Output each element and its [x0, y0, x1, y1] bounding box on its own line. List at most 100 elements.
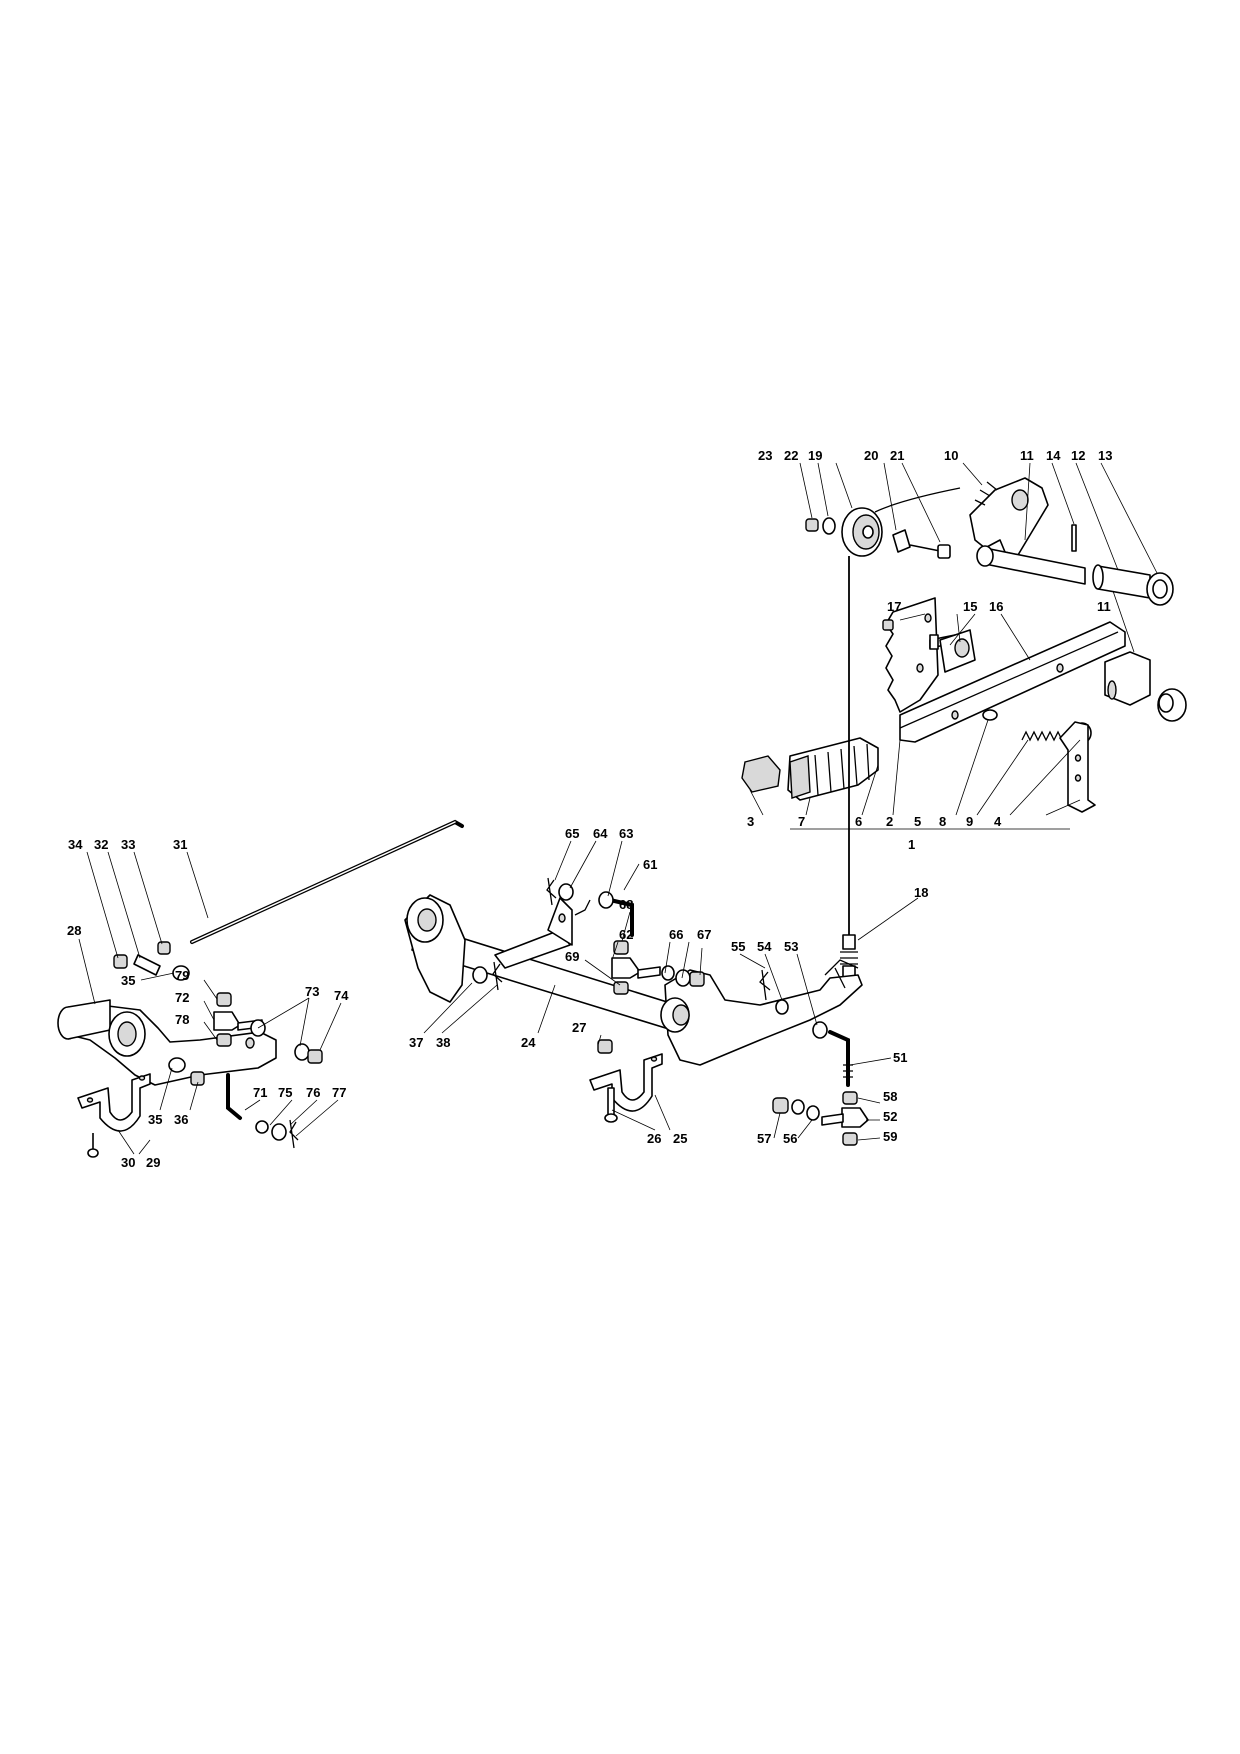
callout-21: 21	[890, 448, 904, 463]
callout-7: 7	[798, 814, 805, 829]
callout-68: 68	[619, 897, 633, 912]
callout-61: 61	[643, 857, 657, 872]
callout-23: 23	[758, 448, 772, 463]
grip-7-end	[789, 755, 811, 799]
center-shaft-group	[404, 877, 869, 1146]
main-lever-frame	[741, 597, 1187, 813]
sector-10	[969, 477, 1049, 556]
callout-33: 33	[121, 837, 135, 852]
nut-57	[772, 1097, 789, 1114]
spring-wire	[874, 487, 961, 513]
lever-block-slot	[1107, 680, 1117, 700]
callout-55: 55	[731, 939, 745, 954]
callout-63: 63	[619, 826, 633, 841]
bolt-21	[909, 544, 941, 552]
bushing-11b-inner	[1158, 693, 1174, 713]
cap-3	[741, 755, 781, 793]
callout-5: 5	[914, 814, 921, 829]
pin-14	[1071, 524, 1077, 552]
grip-7-ribs	[814, 743, 870, 796]
callout-4: 4	[994, 814, 1002, 829]
washer-64	[558, 883, 574, 901]
washer-66a	[661, 965, 675, 981]
washer-76	[271, 1123, 287, 1141]
callout-57: 57	[757, 1131, 771, 1146]
nut-79	[216, 992, 232, 1007]
tube-12	[1097, 565, 1151, 599]
callout-79: 79	[175, 968, 189, 983]
callout-19: 19	[808, 448, 822, 463]
clamp-25	[589, 1053, 663, 1112]
callout-3: 3	[747, 814, 754, 829]
callout-18: 18	[914, 885, 928, 900]
pulley-group	[805, 487, 961, 559]
plate-15-hole-b	[916, 663, 924, 673]
callout-66: 66	[669, 927, 683, 942]
sector-10-teeth	[974, 481, 998, 506]
callout-16: 16	[989, 599, 1003, 614]
clip-65	[546, 877, 557, 906]
leaders-center	[423, 840, 892, 1141]
nut-67	[689, 971, 705, 987]
callout-32: 32	[94, 837, 108, 852]
nut-17	[882, 619, 894, 631]
nut-69	[613, 981, 629, 995]
pedal-arm-right-tip	[824, 959, 859, 989]
callout-6: 6	[855, 814, 862, 829]
callout-24: 24	[521, 1035, 536, 1050]
fork-62-bolt	[637, 966, 661, 979]
callout-17: 17	[887, 599, 901, 614]
clip-38	[492, 961, 503, 991]
callout-76: 76	[306, 1085, 320, 1100]
callout-27: 27	[572, 1020, 586, 1035]
callout-67: 67	[697, 927, 711, 942]
callout-75: 75	[278, 1085, 292, 1100]
leader-63-kink	[574, 899, 591, 916]
pulley-hub	[862, 525, 874, 539]
callout-65: 65	[565, 826, 579, 841]
shaft-11	[984, 547, 1086, 585]
cable-18-ferrule	[842, 934, 856, 950]
bolt-26-head	[604, 1113, 618, 1123]
nut-34	[113, 954, 128, 969]
callout-22: 22	[784, 448, 798, 463]
callout-29: 29	[146, 1155, 160, 1170]
pedal-arm-28-tube	[67, 999, 111, 1040]
callout-64: 64	[593, 826, 608, 841]
callout-12: 12	[1071, 448, 1085, 463]
callout-35-bottom: 35	[148, 1112, 162, 1127]
callout-28: 28	[67, 923, 81, 938]
callout-1: 1	[908, 837, 915, 852]
callout-35-top: 35	[121, 973, 135, 988]
callout-59: 59	[883, 1129, 897, 1144]
pedal-arm-right	[664, 969, 863, 1066]
plate-15	[885, 597, 939, 713]
cable-18	[840, 556, 858, 981]
callout-13: 13	[1098, 448, 1112, 463]
callout-34: 34	[68, 837, 83, 852]
callout-51: 51	[893, 1050, 907, 1065]
bushing-13-inner	[1152, 579, 1168, 599]
bracket-plate-hole	[954, 638, 970, 658]
callout-73: 73	[305, 984, 319, 999]
shaft-24-left-hole	[417, 908, 437, 932]
nut-33	[157, 941, 171, 955]
leader-18	[857, 897, 919, 941]
callout-20: 20	[864, 448, 878, 463]
fork-52	[841, 1107, 869, 1128]
clamp-25-hole	[650, 1056, 658, 1062]
callout-14: 14	[1046, 448, 1061, 463]
plate-15-hole-a	[924, 613, 932, 623]
clamp-29	[77, 1073, 151, 1132]
callout-53: 53	[784, 939, 798, 954]
callout-26: 26	[647, 1131, 661, 1146]
callout-37: 37	[409, 1035, 423, 1050]
shaft-24-bracket-hole	[558, 913, 566, 923]
callout-38: 38	[436, 1035, 450, 1050]
nut-59	[842, 1132, 858, 1146]
clamp-29-hole-a	[86, 1097, 94, 1103]
lever-shaft-group	[969, 477, 1174, 606]
washer-22	[822, 517, 836, 535]
nut-74	[307, 1049, 323, 1064]
